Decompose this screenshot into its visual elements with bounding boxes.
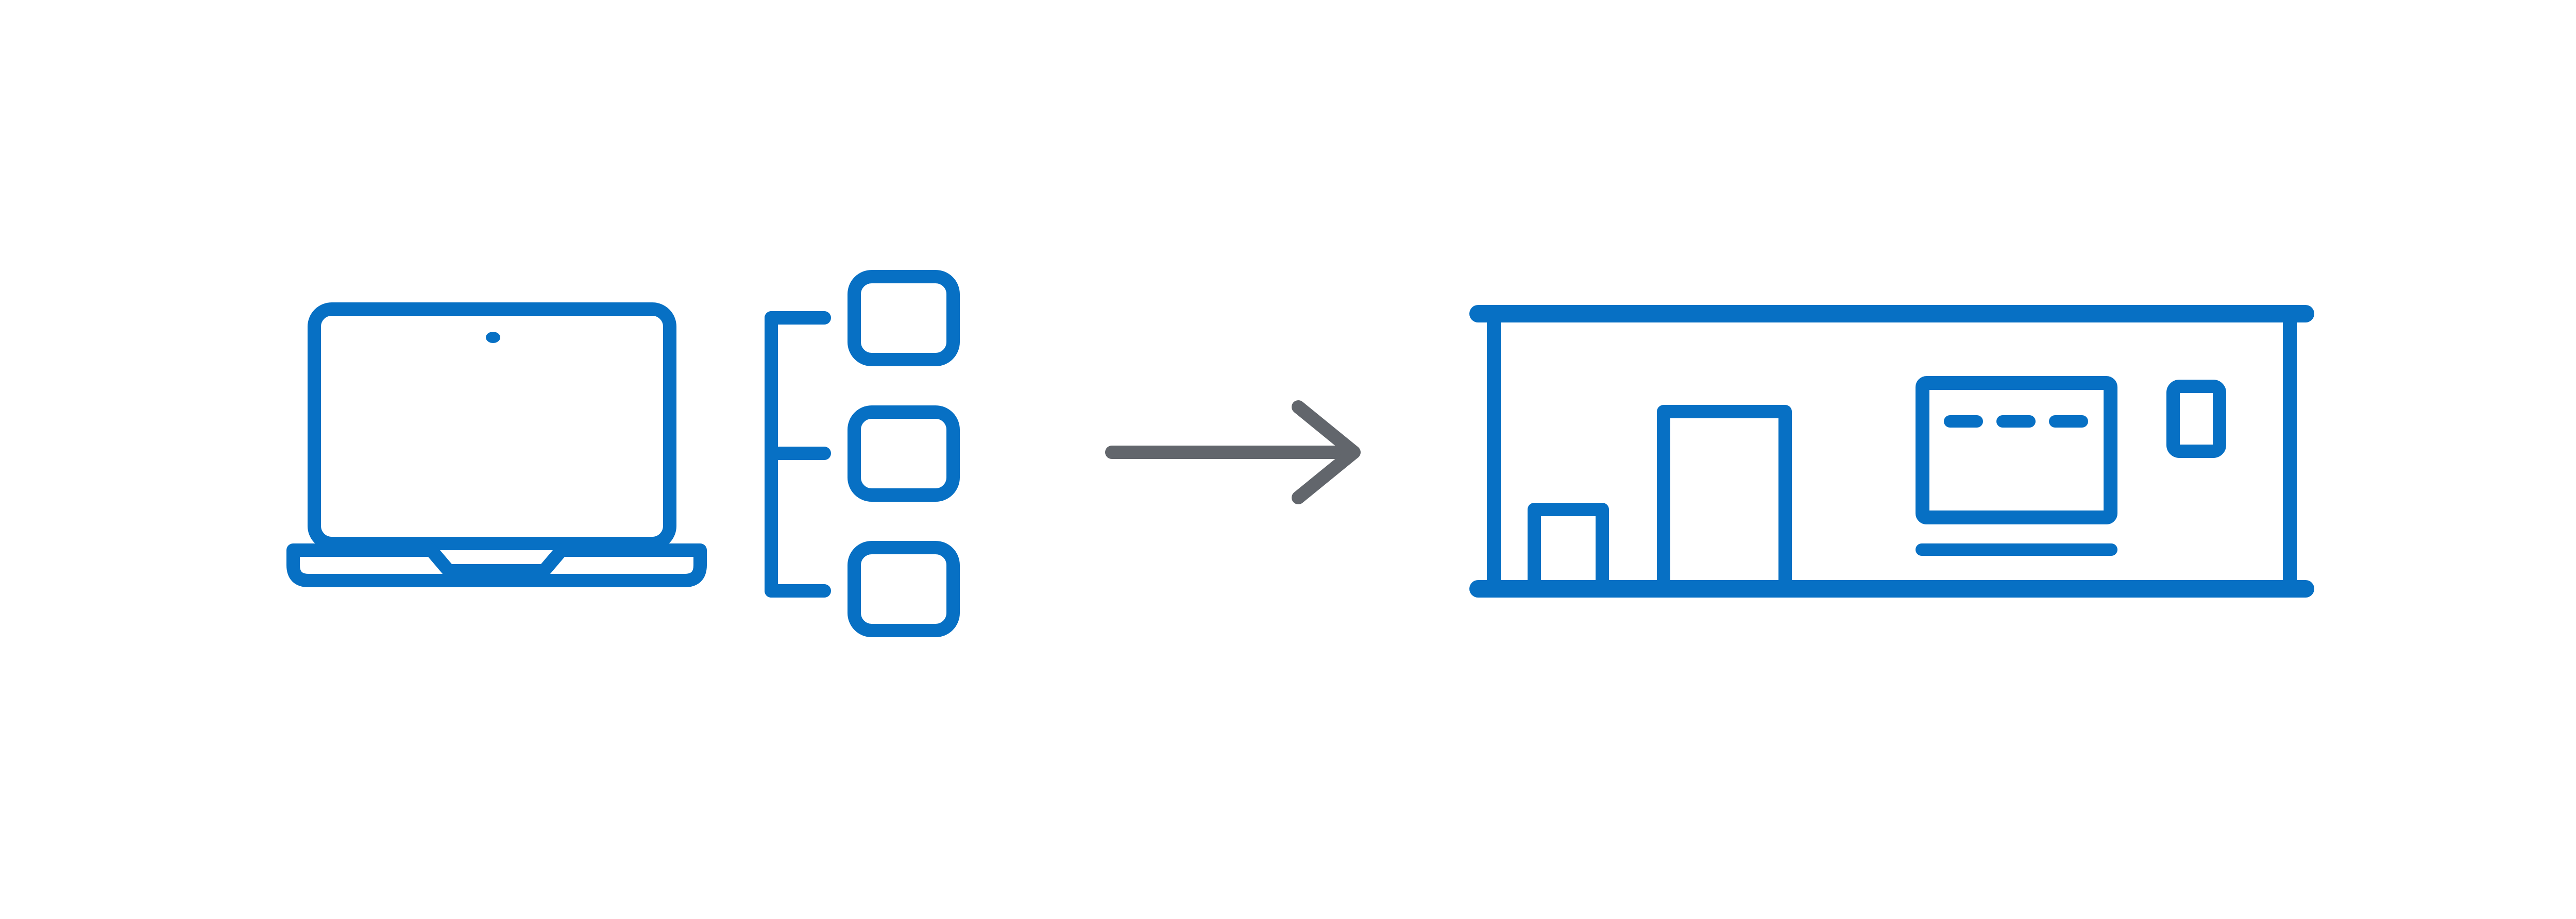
arrow-head bbox=[1292, 400, 1361, 504]
tree-node-top bbox=[848, 270, 960, 366]
dashboard-dash-3 bbox=[2049, 415, 2088, 428]
chart-bar-small bbox=[1528, 503, 1609, 581]
laptop-icon bbox=[286, 302, 707, 587]
dashboard-dash-1 bbox=[1944, 415, 1983, 428]
tree-node-bottom bbox=[848, 541, 960, 637]
dashboard-underline-bar bbox=[1916, 543, 2117, 556]
rack-left-wall bbox=[1487, 318, 1501, 584]
dashboard-card-outline bbox=[1916, 376, 2117, 524]
rack-right-wall bbox=[2283, 318, 2297, 584]
right-arrow-icon bbox=[1105, 400, 1361, 504]
data-center-icon bbox=[1469, 305, 2314, 598]
laptop-camera-dot bbox=[486, 332, 500, 343]
side-module-outline bbox=[2166, 380, 2226, 458]
tree-branch-lines bbox=[765, 311, 831, 598]
laptop-base-outline bbox=[286, 543, 707, 587]
service-tree-icon bbox=[765, 270, 960, 637]
tree-node-boxes bbox=[848, 270, 960, 637]
rack-top-bar bbox=[1469, 305, 2314, 322]
tree-node-middle bbox=[848, 405, 960, 502]
rack-bottom-bar bbox=[1469, 580, 2314, 598]
chart-bar-tall bbox=[1657, 405, 1792, 581]
dashboard-dash-2 bbox=[1996, 415, 2036, 428]
laptop-screen-outline bbox=[308, 302, 676, 550]
dashboard-card-dashes bbox=[1944, 415, 2088, 428]
